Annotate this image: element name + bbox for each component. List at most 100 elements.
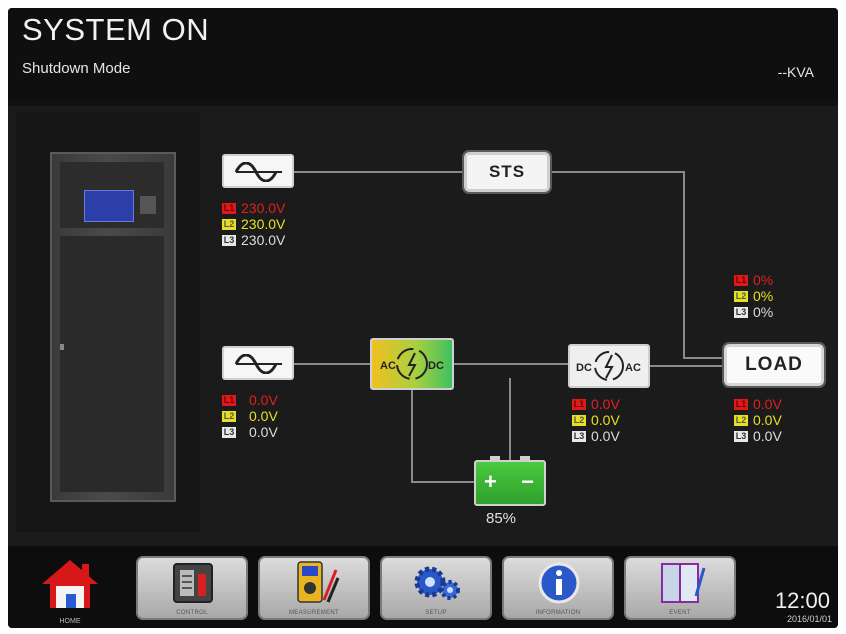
load-pct-l3-value: 0%	[753, 304, 774, 320]
l2-tag: L2	[222, 218, 236, 230]
ups-cabinet-image	[50, 152, 176, 502]
event-button[interactable]: EVENT	[624, 556, 736, 620]
control-button[interactable]: CONTROL	[136, 556, 248, 620]
load-v-l1: L1 0.0V	[734, 396, 782, 412]
inverter-ac-label: AC	[625, 362, 641, 374]
main-reading-l1: L1 0.0V	[222, 392, 278, 408]
inverter-dc-label: DC	[576, 362, 592, 374]
inverter-button[interactable]: DC AC	[568, 344, 650, 388]
l2-tag: L2	[734, 290, 748, 302]
load-v-l3: L3 0.0V	[734, 428, 782, 444]
battery-level: 85%	[486, 510, 517, 527]
inverter-reading-l2: L2 0.0V	[572, 412, 620, 428]
setup-button[interactable]: SETUP	[380, 556, 492, 620]
clock-time: 12:00	[774, 588, 830, 613]
main-input-box[interactable]	[222, 346, 294, 380]
measurement-label: MEASUREMENT	[289, 610, 339, 616]
main-reading-l2: L2 0.0V	[222, 408, 278, 424]
battery-button[interactable]: + −	[474, 456, 546, 506]
dc-ac-converter-icon: DC AC	[576, 351, 641, 381]
load-pct-l2-value: 0%	[753, 288, 774, 304]
ac-dc-converter-icon: AC DC	[380, 348, 444, 380]
clock-date: 2016/01/01	[786, 614, 832, 624]
l1-tag: L1	[222, 202, 236, 214]
main-l1-value: 0.0V	[249, 392, 278, 408]
setup-label: SETUP	[425, 610, 447, 616]
inverter-reading-l3: L3 0.0V	[572, 428, 620, 444]
load-pct-l3: L3 0%	[734, 304, 773, 320]
cabinet-knob	[140, 196, 156, 214]
bypass-reading-l1: L1 230.0V	[222, 200, 285, 216]
info-icon	[538, 562, 580, 604]
mode-label: Shutdown Mode	[22, 60, 131, 77]
rectifier-to-battery-line	[411, 390, 474, 483]
home-icon	[42, 560, 98, 608]
l1-tag: L1	[222, 394, 236, 406]
l3-tag: L3	[734, 306, 748, 318]
load-percent-readings: L1 0% L2 0% L3 0%	[734, 272, 773, 320]
home-button[interactable]: HOME	[26, 554, 114, 626]
load-v-l2: L2 0.0V	[734, 412, 782, 428]
inverter-l3-value: 0.0V	[591, 428, 620, 444]
kva-readout: --KVA	[777, 64, 814, 80]
bypass-reading-l3: L3 230.0V	[222, 232, 285, 248]
cabinet-top	[60, 162, 164, 228]
load-v-l1-value: 0.0V	[753, 396, 782, 412]
bypass-l3-value: 230.0V	[241, 232, 286, 248]
inverter-l1-value: 0.0V	[591, 396, 620, 412]
cabinet-display	[84, 190, 134, 222]
multimeter-icon	[297, 561, 340, 603]
header: SYSTEM ON Shutdown Mode --KVA	[8, 8, 838, 100]
bottom-nav: HOME CONTROL MEASUREMENT	[8, 546, 838, 628]
event-label: EVENT	[669, 610, 691, 616]
home-label: HOME	[59, 618, 81, 625]
l3-tag: L3	[222, 234, 236, 246]
l1-tag: L1	[734, 398, 748, 410]
l3-tag: L3	[572, 430, 586, 442]
load-pct-l2: L2 0%	[734, 288, 773, 304]
control-panel-icon	[173, 563, 213, 603]
l3-tag: L3	[222, 426, 236, 438]
l1-tag: L1	[734, 274, 748, 286]
information-label: INFORMATION	[535, 610, 581, 616]
l3-tag: L3	[734, 430, 748, 442]
bypass-readings: L1 230.0V L2 230.0V L3 230.0V	[222, 200, 285, 248]
rectifier-dc-label: DC	[428, 360, 444, 372]
main-l2-value: 0.0V	[249, 408, 278, 424]
load-v-l2-value: 0.0V	[753, 412, 782, 428]
bypass-l2-value: 230.0V	[241, 216, 286, 232]
information-button[interactable]: INFORMATION	[502, 556, 614, 620]
main-reading-l3: L3 0.0V	[222, 424, 278, 440]
inverter-reading-l1: L1 0.0V	[572, 396, 620, 412]
l1-tag: L1	[572, 398, 586, 410]
cabinet-handle	[60, 344, 64, 350]
ac-sine-icon	[234, 162, 282, 182]
main-l3-value: 0.0V	[249, 424, 278, 440]
load-voltage-readings: L1 0.0V L2 0.0V L3 0.0V	[734, 396, 782, 444]
sts-to-load-line	[550, 171, 724, 359]
bypass-l1-value: 230.0V	[241, 200, 286, 216]
battery-terminals	[490, 456, 530, 462]
event-log-icon	[661, 563, 706, 603]
ups-screen: SYSTEM ON Shutdown Mode --KVA	[8, 8, 838, 628]
main-input-readings: L1 0.0V L2 0.0V L3 0.0V	[222, 392, 278, 440]
sts-button[interactable]: STS	[462, 150, 552, 194]
l2-tag: L2	[222, 410, 236, 422]
cabinet-panel	[16, 112, 200, 532]
l2-tag: L2	[734, 414, 748, 426]
cabinet-door	[60, 236, 164, 492]
load-button[interactable]: LOAD	[722, 342, 826, 388]
rectifier-ac-label: AC	[380, 360, 396, 372]
l2-tag: L2	[572, 414, 586, 426]
load-v-l3-value: 0.0V	[753, 428, 782, 444]
inverter-l2-value: 0.0V	[591, 412, 620, 428]
control-label: CONTROL	[176, 610, 208, 616]
rectifier-button[interactable]: AC DC	[370, 338, 454, 390]
flow-lines	[294, 171, 724, 483]
measurement-button[interactable]: MEASUREMENT	[258, 556, 370, 620]
gears-icon	[414, 566, 460, 600]
battery-plus-icon: +	[484, 469, 497, 494]
inverter-output-readings: L1 0.0V L2 0.0V L3 0.0V	[572, 396, 620, 444]
load-pct-l1-value: 0%	[753, 272, 774, 288]
bypass-input-box[interactable]	[222, 154, 294, 188]
